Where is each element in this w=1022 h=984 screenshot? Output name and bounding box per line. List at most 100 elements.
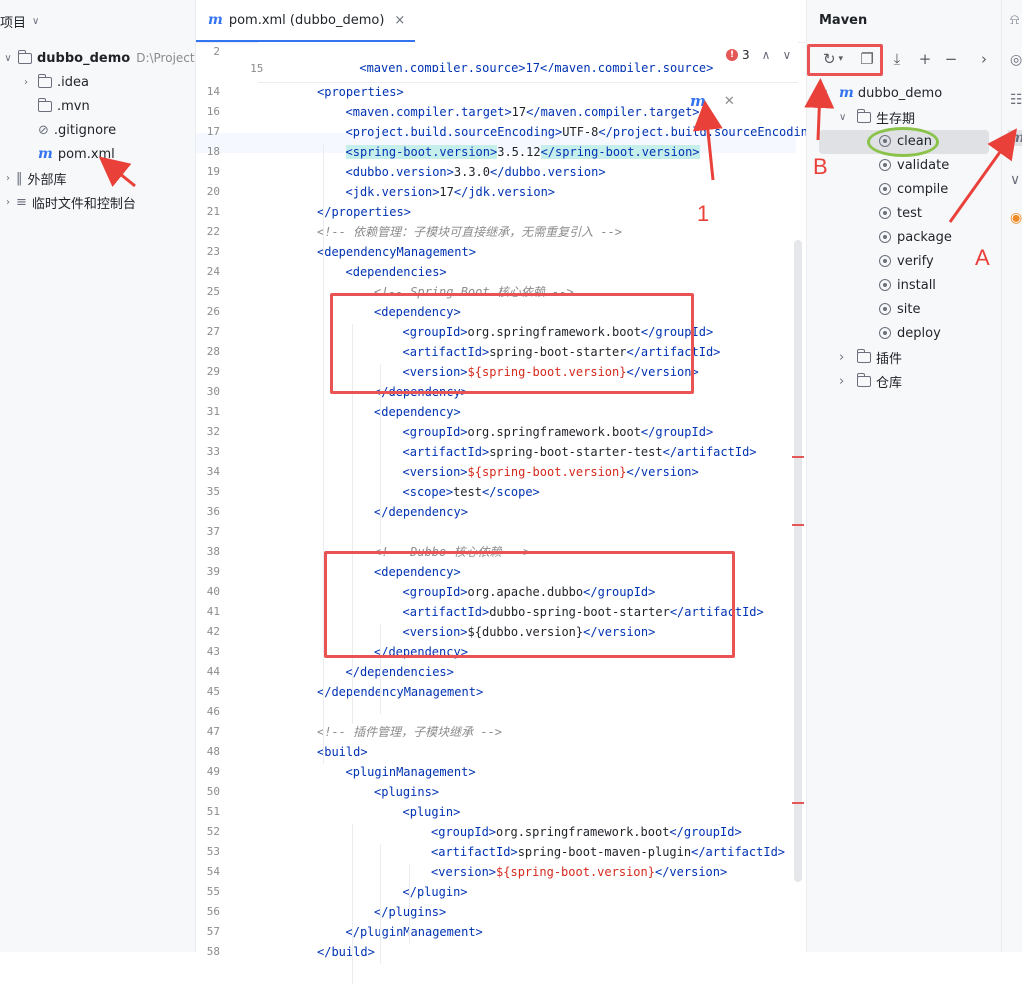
code-line[interactable]: <version>${dubbo.version}</version> [403,622,656,642]
gear-icon [879,327,891,339]
download-icon[interactable]: ⤓ [893,50,901,68]
code-line[interactable]: <dependency> [374,302,461,322]
maven-goal-site[interactable]: site [879,297,920,321]
code-line[interactable]: <pluginManagement> [346,762,476,782]
line-number: 38 [206,545,220,558]
code-line[interactable]: <artifactId>spring-boot-maven-plugin</ar… [431,842,785,862]
maven-goal-compile[interactable]: compile [879,177,948,201]
chevron-right-icon[interactable]: › [839,373,845,389]
tree-item-scratches[interactable]: › ≡ 临时文件和控制台 [0,190,136,214]
error-marker[interactable] [792,524,804,526]
database-icon[interactable]: ☷ [1010,92,1022,108]
code-line[interactable]: <properties> [317,82,404,102]
code-line[interactable]: <version>${spring-boot.version}</version… [403,462,699,482]
maven-panel: Maven ↻▾ ❐ ⤓ + − › ∨ m dubbo_demo ∨ 生存期 … [806,0,1001,952]
code-line[interactable]: <scope>test</scope> [403,482,540,502]
code-line[interactable]: </build> [317,942,375,962]
ai-assistant-icon[interactable]: ◎ [1010,52,1022,68]
code-line[interactable]: <version>${spring-boot.version}</version… [403,362,699,382]
code-token: ${dubbo.version} [467,625,584,639]
maven-repositories-item[interactable]: › 仓库 [839,369,902,393]
tree-item-external-libs[interactable]: › ‖ 外部库 [0,166,67,190]
tree-item-root[interactable]: ∨ dubbo_demo D:\Project\te [0,46,195,70]
code-line[interactable]: <dependencies> [346,262,447,282]
scrollbar[interactable] [794,240,802,882]
tree-item-mvn[interactable]: .mvn [34,94,90,118]
chevron-right-icon[interactable]: › [6,196,10,208]
maven-lifecycle-item[interactable]: ∨ 生存期 [839,105,915,129]
maven-reload-icon[interactable]: m [690,92,706,110]
code-line[interactable]: <plugin> [403,802,461,822]
line-number: 52 [206,825,220,838]
minus-icon[interactable]: − [944,50,958,68]
code-line[interactable]: </dependencies> [346,662,454,682]
error-marker[interactable] [792,802,804,804]
close-icon[interactable]: × [394,12,406,28]
chevron-right-icon[interactable]: › [6,172,10,184]
maven-goal-install[interactable]: install [879,273,936,297]
tree-item-pom[interactable]: m pom.xml [38,142,115,166]
maven-tool-icon[interactable]: m [1008,130,1022,146]
code-line[interactable]: <dependency> [374,402,461,422]
code-line[interactable]: </properties> [317,202,411,222]
maven-project-item[interactable]: ∨ m dubbo_demo [821,81,942,105]
code-token: </maven.compiler.target> [526,105,700,119]
maven-goal-deploy[interactable]: deploy [879,321,941,345]
inspection-widget[interactable]: ! 3 ∧ ∨ [726,48,791,62]
close-icon[interactable]: ✕ [723,93,735,109]
plugin-icon[interactable]: ◉ [1010,210,1022,226]
code-line[interactable]: <version>${spring-boot.version}</version… [431,862,727,882]
code-line[interactable]: <spring-boot.version>3.5.12</spring-boot… [345,142,700,162]
error-marker[interactable] [792,456,804,458]
code-line[interactable]: </dependency> [374,502,468,522]
maven-goal-package[interactable]: package [879,225,952,249]
project-panel-header[interactable]: 项目 ∨ [0,0,195,42]
code-line[interactable]: <groupId>org.springframework.boot</group… [431,822,742,842]
code-line[interactable]: <project.build.sourceEncoding>UTF-8</pro… [346,122,823,142]
chevron-up-icon[interactable]: ∧ [761,48,771,62]
chevron-right-icon[interactable]: › [24,76,28,88]
code-line[interactable]: <artifactId>spring-boot-starter</artifac… [403,342,721,362]
chevron-down-icon[interactable]: ∨ [839,111,847,123]
code-line[interactable]: </plugins> [374,902,446,922]
code-line[interactable]: <dependencyManagement> [317,242,476,262]
tree-item-gitignore[interactable]: ⊘ .gitignore [38,118,116,142]
editor-tab-pom[interactable]: m pom.xml (dubbo_demo) × [196,0,416,42]
maven-goal-verify[interactable]: verify [879,249,934,273]
chevron-down-icon[interactable]: ∨ [821,87,829,99]
code-line[interactable]: <artifactId>spring-boot-starter-test</ar… [403,442,757,462]
chevron-right-icon[interactable]: › [839,349,845,365]
code-line[interactable]: <jdk.version>17</jdk.version> [346,182,556,202]
code-line[interactable]: <build> [317,742,368,762]
maven-goal-test[interactable]: test [879,201,922,225]
maven-plugins-item[interactable]: › 插件 [839,345,902,369]
code-line[interactable]: <dependency> [374,562,461,582]
chevron-down-icon[interactable]: ∨ [782,48,792,62]
code-line[interactable]: </dependencyManagement> [317,682,483,702]
notifications-icon[interactable]: ⍾ [1010,12,1020,28]
add-icon[interactable]: + [918,50,932,68]
code-token: <dependencyManagement> [317,245,476,259]
code-line[interactable]: <artifactId>dubbo-spring-boot-starter</a… [403,602,764,622]
code-line[interactable]: <groupId>org.springframework.boot</group… [403,422,714,442]
code-line[interactable]: <groupId>org.springframework.boot</group… [403,322,714,342]
code-line[interactable]: <maven.compiler.target>17</maven.compile… [346,102,700,122]
code-line[interactable]: <dubbo.version>3.3.0</dubbo.version> [346,162,606,182]
code-area[interactable]: <project xmlns="http://maven.apache.org/… [258,42,822,984]
chevron-down-icon[interactable]: ∨ [4,52,12,64]
code-line[interactable]: </pluginManagement> [346,922,483,942]
reload-icon[interactable]: ↻▾ [822,50,844,68]
maven-reload-popup[interactable]: m ✕ [690,92,735,110]
code-line[interactable]: </plugin> [403,882,468,902]
maven-goal-validate[interactable]: validate [879,153,949,177]
chevron-right-icon[interactable]: › [981,50,987,68]
code-line[interactable]: <groupId>org.apache.dubbo</groupId> [403,582,656,602]
code-line[interactable]: <!-- 依赖管理：子模块可直接继承，无需重复引入 --> [317,222,622,242]
code-token: </version> [626,465,699,479]
tree-item-idea[interactable]: › .idea [18,70,89,94]
generate-sources-icon[interactable]: ❐ [860,50,874,68]
endpoints-icon[interactable]: ∨ [1010,172,1021,188]
code-line[interactable]: <!-- 插件管理，子模块继承 --> [317,722,502,742]
code-line[interactable]: <plugins> [374,782,439,802]
